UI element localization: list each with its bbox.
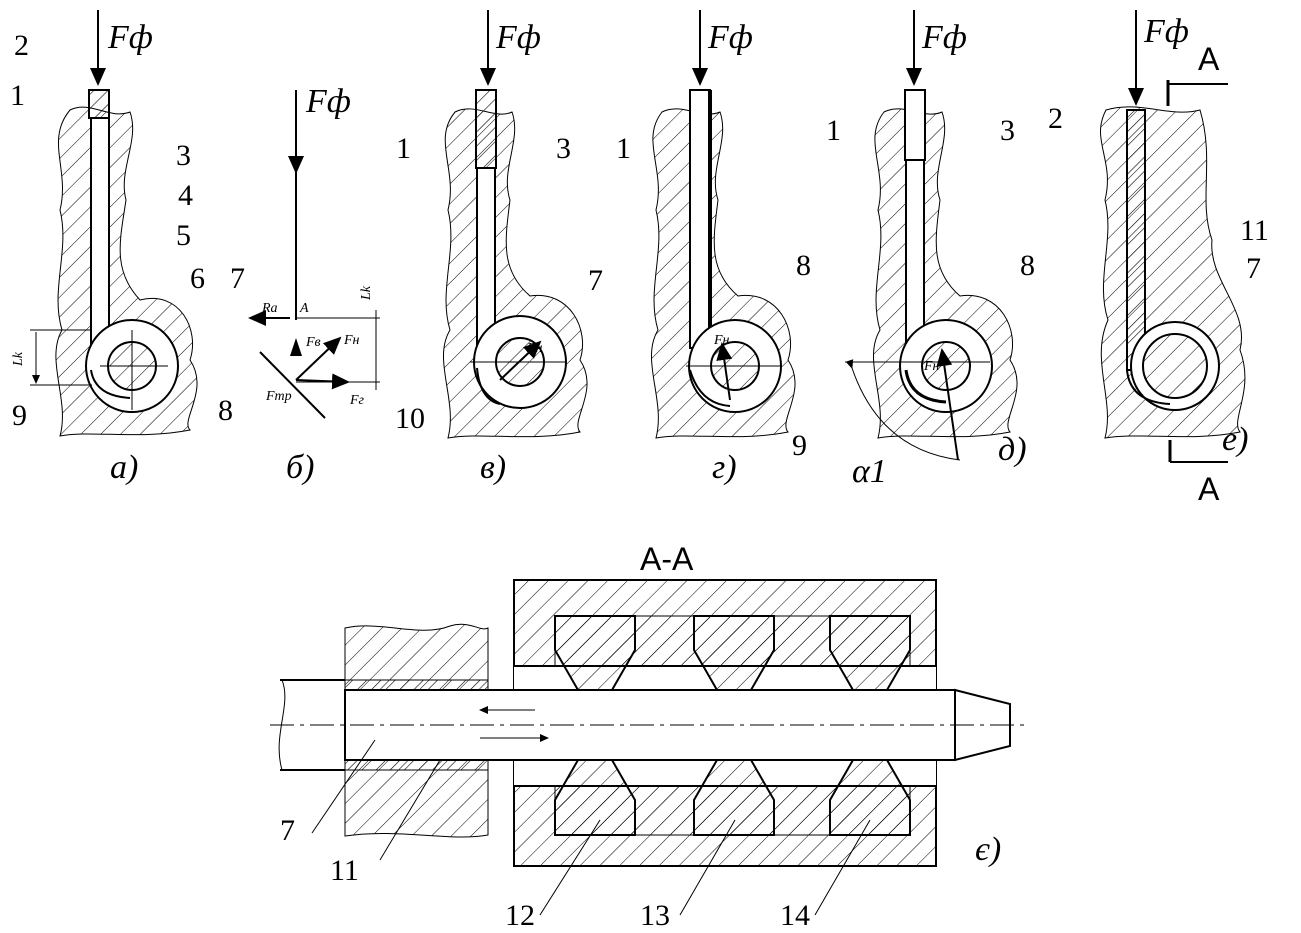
label-a-7: 7	[230, 262, 245, 295]
label-v-1: 1	[396, 132, 411, 165]
view-a: Fф Lk 2 1 3 4 5 6 7 9 8 а)	[10, 10, 245, 486]
caption-a: а)	[110, 449, 138, 486]
force-label-a: Fф	[107, 19, 153, 56]
label-a-5: 5	[176, 219, 191, 252]
label-a-1: 1	[10, 79, 25, 112]
angle-alpha: α1	[852, 453, 887, 490]
label-a-6: 6	[190, 262, 205, 295]
label-e-7: 7	[1246, 252, 1261, 285]
force-fn: Fн	[343, 333, 360, 348]
label-v-7: 7	[588, 264, 603, 297]
view-b: Fф Ra A Fв Fн Fтр Fг Lk б)	[248, 83, 380, 486]
force-fg: Fг	[349, 393, 365, 408]
reaction-ra: Ra	[261, 301, 278, 316]
label-g-8: 8	[796, 249, 811, 282]
label-s-7: 7	[280, 814, 295, 847]
label-g-1: 1	[616, 132, 631, 165]
dimension-lk-b: Lk	[359, 285, 374, 301]
force-fn-g: Fн	[713, 333, 730, 348]
caption-b: б)	[286, 449, 314, 486]
caption-d: д)	[998, 431, 1027, 468]
label-a-9: 9	[12, 399, 27, 432]
view-g: Fф Fн 1 8 9 г)	[616, 10, 811, 486]
label-a-4: 4	[178, 179, 193, 212]
force-label-g: Fф	[707, 19, 753, 56]
label-v-10: 10	[395, 402, 425, 435]
caption-e: е)	[1222, 421, 1248, 458]
point-a: A	[299, 301, 309, 316]
label-a-8: 8	[218, 394, 233, 427]
label-s-11: 11	[330, 854, 359, 887]
view-e: Fф A A 2 11 7 е)	[1048, 10, 1269, 507]
force-fn-d: Fн	[923, 359, 940, 374]
force-label-d: Fф	[921, 19, 967, 56]
label-g-9: 9	[792, 429, 807, 462]
section-view: A-A 7 11 12 13	[270, 541, 1030, 932]
section-mark-bottom: A	[1198, 471, 1220, 507]
view-d: Fф Fн 1 3 8 α1 д)	[826, 10, 1035, 490]
label-d-3: 3	[1000, 114, 1015, 147]
label-d-1: 1	[826, 114, 841, 147]
label-v-3: 3	[556, 132, 571, 165]
force-label-e: Fф	[1143, 13, 1189, 50]
force-fn-v: Fн	[526, 341, 543, 356]
caption-ye: є)	[975, 831, 1001, 868]
section-mark-top: A	[1198, 41, 1220, 77]
label-e-2: 2	[1048, 102, 1063, 135]
force-label-v: Fф	[495, 19, 541, 56]
label-d-8: 8	[1020, 249, 1035, 282]
dimension-lk-a: Lk	[11, 351, 26, 367]
label-a-2: 2	[14, 29, 29, 62]
label-a-3: 3	[176, 139, 191, 172]
force-ftr: Fтр	[265, 389, 292, 404]
label-s-13: 13	[640, 899, 670, 932]
section-title: A-A	[640, 541, 694, 577]
view-v: Fф Fн 1 3 7 10 в)	[395, 10, 603, 486]
label-s-12: 12	[505, 899, 535, 932]
force-fv: Fв	[305, 335, 321, 350]
caption-v: в)	[480, 449, 506, 486]
force-label-b: Fф	[305, 83, 351, 120]
caption-g: г)	[712, 449, 737, 486]
label-s-14: 14	[780, 899, 810, 932]
label-e-11: 11	[1240, 214, 1269, 247]
